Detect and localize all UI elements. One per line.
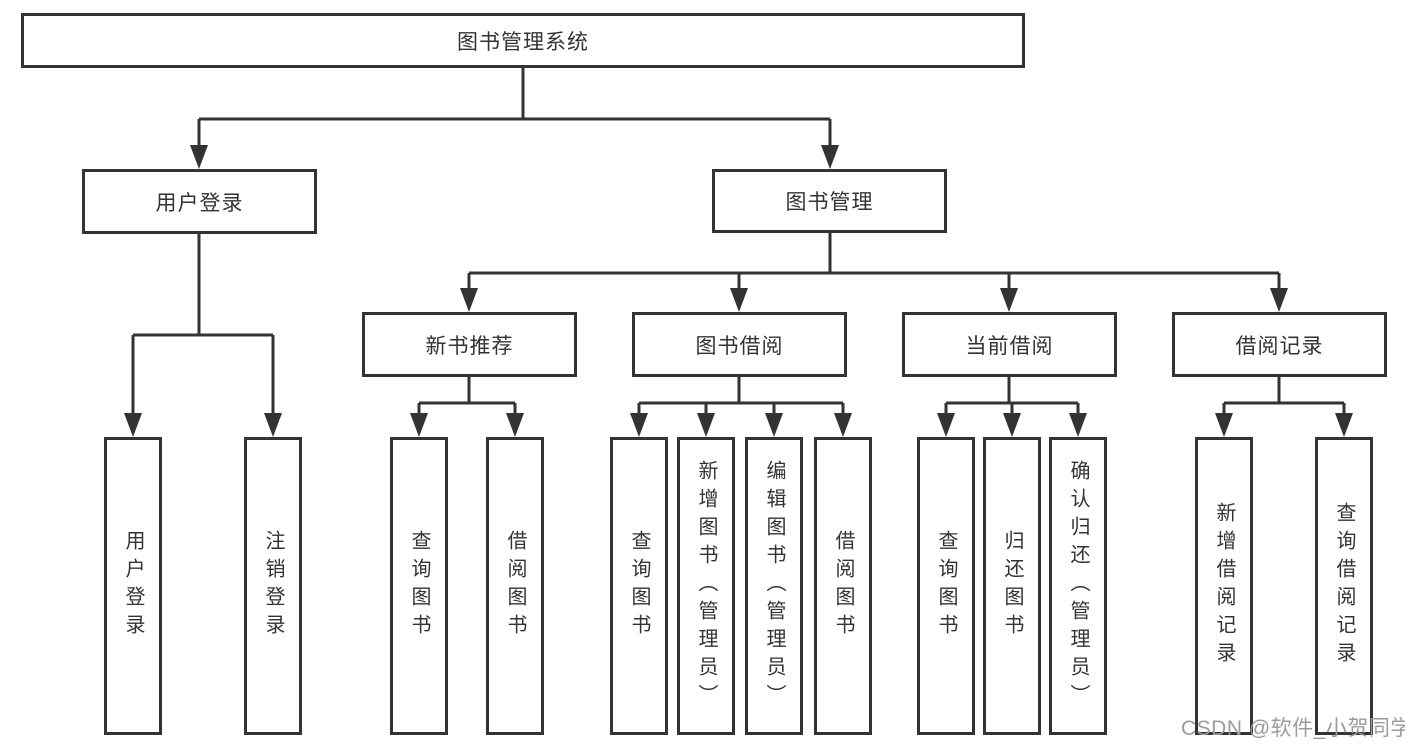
- leaf-recommend-borrow-books-label: 借阅图书: [504, 530, 526, 642]
- leaf-current-confirm-return-admin-label: 确认归还（管理员）: [1067, 460, 1089, 712]
- node-borrow-record: 借阅记录: [1172, 312, 1387, 377]
- leaf-recommend-query-books-label: 查询图书: [408, 530, 430, 642]
- node-current-borrow: 当前借阅: [902, 312, 1117, 377]
- leaf-borrow-edit-books-admin: 编辑图书（管理员）: [745, 437, 803, 735]
- leaf-current-return-books-label: 归还图书: [1001, 530, 1023, 642]
- arrowhead-icons: [124, 145, 1353, 437]
- leaf-current-return-books: 归还图书: [983, 437, 1041, 735]
- leaf-current-query-books: 查询图书: [917, 437, 975, 735]
- leaf-borrow-query-books-label: 查询图书: [628, 530, 650, 642]
- leaf-borrow-add-books-admin-label: 新增图书（管理员）: [695, 460, 717, 712]
- leaf-current-confirm-return-admin: 确认归还（管理员）: [1049, 437, 1107, 735]
- leaf-user-login: 用户登录: [104, 437, 162, 735]
- leaf-borrow-add-books-admin: 新增图书（管理员）: [677, 437, 735, 735]
- leaf-user-login-label: 用户登录: [122, 530, 144, 642]
- node-root-system: 图书管理系统: [21, 13, 1025, 68]
- leaf-borrow-borrow-books: 借阅图书: [814, 437, 872, 735]
- node-new-book-recommend: 新书推荐: [362, 312, 577, 377]
- leaf-borrow-query-books: 查询图书: [610, 437, 668, 735]
- leaf-borrow-borrow-books-label: 借阅图书: [832, 530, 854, 642]
- leaf-record-query-record-label: 查询借阅记录: [1333, 502, 1355, 670]
- node-book-management: 图书管理: [712, 169, 947, 233]
- leaf-current-query-books-label: 查询图书: [935, 530, 957, 642]
- leaf-logout-label: 注销登录: [262, 530, 284, 642]
- leaf-record-query-record: 查询借阅记录: [1315, 437, 1373, 735]
- node-book-borrow: 图书借阅: [632, 312, 847, 377]
- leaf-logout: 注销登录: [244, 437, 302, 735]
- node-user-login: 用户登录: [82, 169, 317, 234]
- leaf-borrow-edit-books-admin-label: 编辑图书（管理员）: [763, 460, 785, 712]
- leaf-record-add-record: 新增借阅记录: [1195, 437, 1253, 735]
- leaf-recommend-query-books: 查询图书: [390, 437, 448, 735]
- leaf-record-add-record-label: 新增借阅记录: [1213, 502, 1235, 670]
- csdn-watermark: CSDN @软件_小贺同学: [1181, 717, 1405, 740]
- leaf-recommend-borrow-books: 借阅图书: [486, 437, 544, 735]
